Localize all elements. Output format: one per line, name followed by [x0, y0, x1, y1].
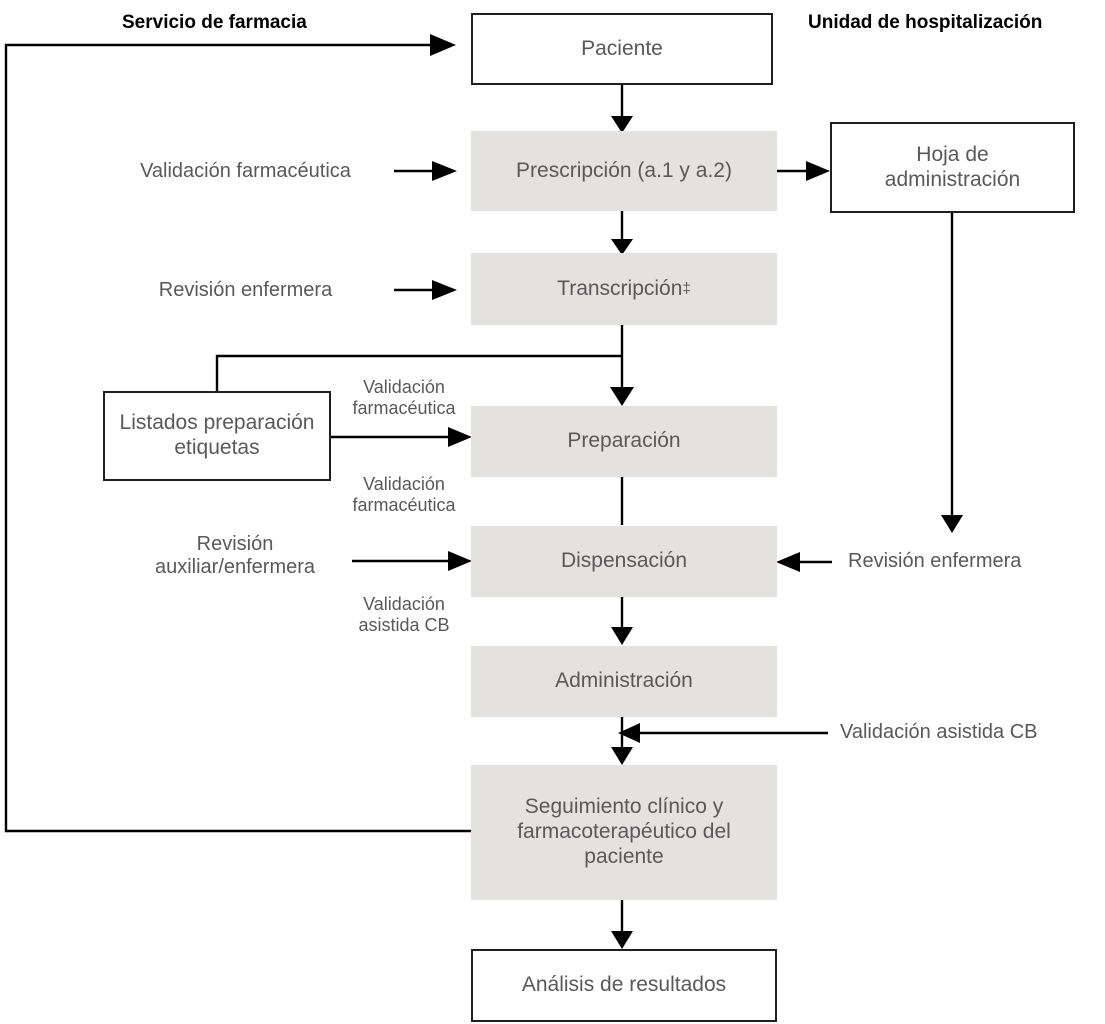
- edge-transcripcion-listados: [215, 354, 622, 391]
- arrowhead-seguimiento-analisis: [611, 931, 633, 949]
- arrowhead-validacion-cb-administracion: [618, 723, 640, 743]
- arrowhead-administracion-seguimiento: [611, 747, 633, 765]
- arrowhead-revision-transcripcion: [432, 280, 457, 300]
- label-validacion-asistida-cb-administracion: Validación asistida CB: [840, 721, 1038, 743]
- label-revision-enfermera-dispensacion: Revisión enfermera: [848, 550, 1022, 572]
- node-dispensacion[interactable]: Dispensación: [471, 526, 777, 597]
- arrowhead-prescripcion-hoja: [806, 161, 830, 181]
- transcripcion-dagger-mark: ‡: [682, 280, 691, 298]
- node-prescripcion[interactable]: Prescripción (a.1 y a.2): [471, 131, 777, 211]
- arrowhead-revision-enfermera-dispensacion: [776, 552, 800, 572]
- node-administracion[interactable]: Administración: [471, 646, 777, 717]
- node-hoja-administracion[interactable]: Hoja de administración: [830, 122, 1075, 213]
- arrowhead-transcripcion-preparacion: [610, 387, 634, 406]
- label-validacion-farmaceutica-dispensacion: Validación farmacéutica: [352, 474, 456, 515]
- arrowhead-validacion-prescripcion: [432, 161, 457, 181]
- node-paciente[interactable]: Paciente: [471, 13, 773, 85]
- node-seguimiento-clinico[interactable]: Seguimiento clínico y farmacoterapéutico…: [471, 765, 777, 900]
- edge-feedback-seguimiento-paciente: [4, 43, 471, 833]
- label-validacion-farmaceutica-preparacion: Validación farmacéutica: [352, 377, 456, 418]
- arrowhead-feedback: [430, 34, 456, 56]
- arrowhead-prescripcion-transcripcion: [611, 239, 633, 255]
- label-revision-auxiliar-enfermera: Revisión auxiliar/enfermera: [154, 533, 316, 578]
- label-validacion-farmaceutica-prescripcion: Validación farmacéutica: [140, 160, 351, 182]
- arrowhead-revision-auxiliar-dispensacion: [448, 551, 472, 571]
- node-analisis-resultados[interactable]: Análisis de resultados: [471, 949, 777, 1022]
- node-transcripcion[interactable]: Transcripción‡: [471, 253, 777, 325]
- arrowhead-hoja-down: [941, 515, 963, 533]
- arrowhead-dispensacion-administracion: [611, 627, 633, 645]
- node-preparacion[interactable]: Preparación: [471, 406, 777, 477]
- label-revision-enfermera-transcripcion: Revisión enfermera: [158, 279, 333, 301]
- header-servicio-farmacia: Servicio de farmacia: [122, 12, 307, 33]
- header-unidad-hospitalizacion: Unidad de hospitalización: [808, 12, 1043, 33]
- arrowhead-paciente-prescripcion: [611, 116, 633, 133]
- node-transcripcion-label: Transcripción: [557, 276, 683, 300]
- arrowhead-listados-preparacion: [448, 427, 472, 447]
- label-validacion-asistida-cb-dispensacion: Validación asistida CB: [358, 594, 450, 635]
- node-listados-preparacion-etiquetas[interactable]: Listados preparación etiquetas: [103, 391, 331, 481]
